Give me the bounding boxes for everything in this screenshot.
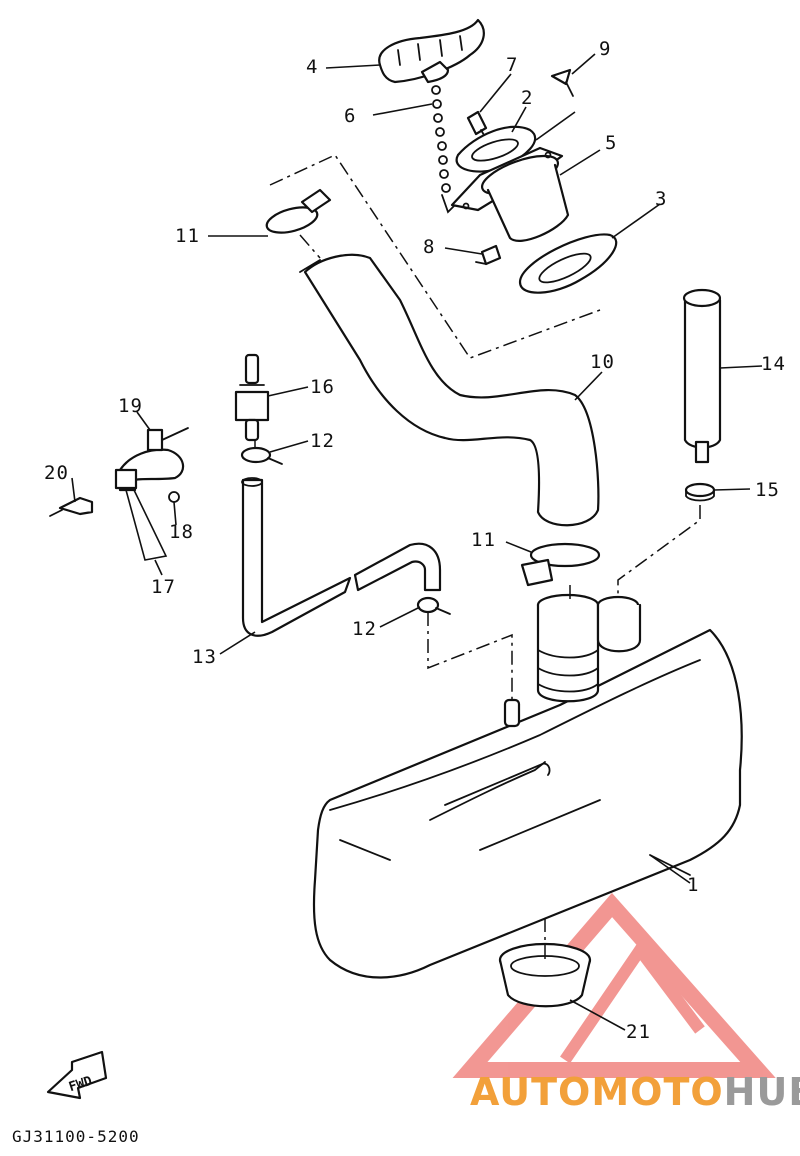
callout-11-top: 11 (175, 225, 200, 247)
cap-chain (431, 85, 456, 214)
leader-lines (71, 53, 763, 1031)
filter-16 (234, 353, 270, 442)
watermark-text-part2: HUB (723, 1070, 800, 1114)
callout-6: 6 (344, 105, 357, 127)
filler-hose (299, 253, 600, 527)
fuel-tank (312, 628, 743, 979)
clip-12-upper (240, 446, 283, 465)
tank-vent-boss (596, 595, 642, 653)
tank-filler-neck (536, 593, 600, 703)
callout-7: 7 (506, 54, 519, 76)
clamp-11-top (265, 188, 332, 234)
vent-hose-13 (241, 477, 442, 637)
callout-11-lower: 11 (471, 529, 496, 551)
bolt-8 (475, 244, 502, 266)
grommet-15 (684, 482, 716, 502)
screw-9 (535, 68, 576, 141)
callout-4: 4 (306, 56, 319, 78)
fwd-arrow: FWD (46, 1050, 108, 1100)
watermark-text: AUTOMOTOHUB (470, 1070, 800, 1114)
diagram-code: GJ31100-5200 (12, 1127, 140, 1146)
callout-13: 13 (192, 646, 217, 668)
callout-16: 16 (310, 376, 335, 398)
callout-1: 1 (687, 874, 700, 896)
fuel-cap (378, 18, 485, 84)
callout-3: 3 (655, 188, 668, 210)
callout-5: 5 (605, 132, 618, 154)
filler-neck-5 (450, 146, 570, 242)
callout-19: 19 (118, 395, 143, 417)
assembly-lines (254, 154, 701, 962)
callout-12-upper: 12 (310, 430, 335, 452)
vent-pipe-14 (682, 288, 722, 464)
clamp-11-lower (520, 542, 601, 587)
watermark-text-part1: AUTOMOTO (470, 1070, 724, 1114)
callout-20: 20 (44, 462, 69, 484)
drain-cup-21 (498, 942, 592, 1008)
callout-17: 17 (151, 576, 176, 598)
callout-8: 8 (423, 236, 436, 258)
callout-12-lower: 12 (352, 618, 377, 640)
clip-12-lower (416, 596, 451, 615)
callout-10: 10 (590, 351, 615, 373)
tank-nipple (503, 698, 521, 728)
gasket-3 (518, 233, 618, 294)
callout-15: 15 (755, 479, 780, 501)
fwd-arrow-text: FWD (67, 1074, 94, 1096)
callout-21: 21 (626, 1021, 651, 1043)
bolt-20 (49, 496, 94, 517)
callout-2: 2 (521, 87, 534, 109)
callout-14: 14 (761, 353, 786, 375)
callout-9: 9 (599, 38, 612, 60)
callout-18: 18 (169, 521, 194, 543)
